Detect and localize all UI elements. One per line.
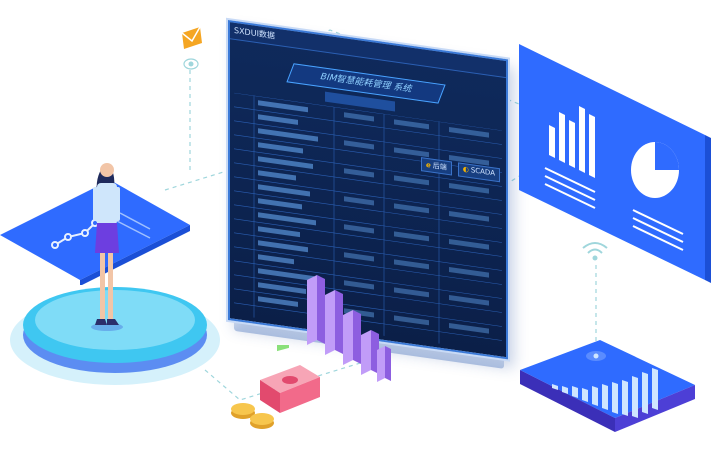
- line-graph-icon: [51, 219, 99, 249]
- wifi-icon: [582, 242, 608, 261]
- presenter-figure: [91, 163, 123, 331]
- bottom-bar-card: [520, 340, 695, 432]
- pie-chart-icon: [631, 142, 679, 198]
- analytics-panel: [519, 44, 711, 283]
- monitor-screen: SXDUI数据 BIM智慧能耗管理 系统: [228, 20, 508, 360]
- money-stack-icon: [260, 345, 320, 413]
- location-pin-icon: [183, 58, 199, 70]
- coin-stack-icon: [231, 403, 274, 429]
- data-table-grid: [234, 92, 502, 344]
- line-graph-card: [0, 180, 190, 285]
- purple-bar-stack: [307, 275, 391, 382]
- bar-chart-icon: [549, 106, 595, 178]
- envelope-icon: [181, 26, 202, 49]
- dashboard-monitor: SXDUI数据 BIM智慧能耗管理 系统: [228, 20, 508, 454]
